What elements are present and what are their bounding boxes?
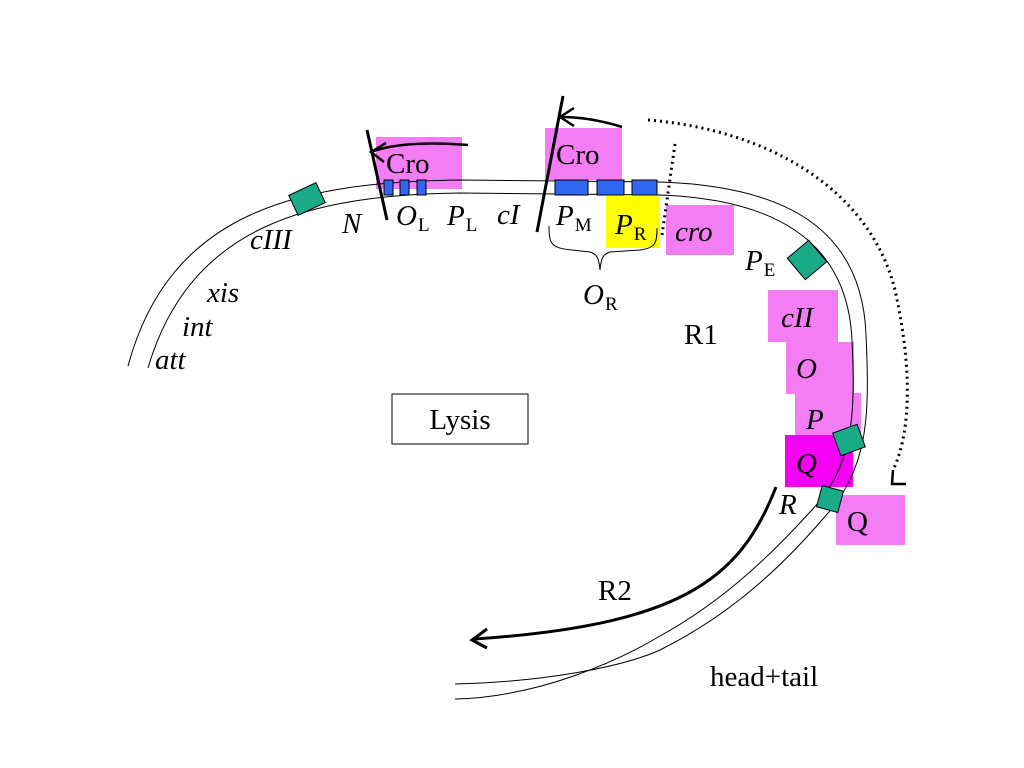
cro-gene-box: [666, 205, 734, 255]
or-operator-site-2: [596, 179, 625, 196]
o-gene-box: [786, 342, 854, 394]
r2-transcript-arrow: [474, 486, 778, 641]
gene-ciii-label: cIII: [250, 224, 293, 256]
head-tail-label: head+tail: [710, 661, 818, 693]
gene-cii-label: cII: [781, 302, 815, 334]
ol-operator-site-1: [383, 179, 394, 196]
pr-label: PR: [614, 209, 647, 245]
q-protein-box: [836, 495, 905, 545]
gene-p-label: P: [805, 404, 824, 436]
ol-operator-site-3: [416, 179, 427, 196]
gene-o-label: O: [796, 353, 817, 385]
gene-ci-label: cI: [497, 199, 521, 231]
gene-q-label: Q: [796, 448, 817, 480]
pm-label: PM: [555, 200, 592, 236]
r2-transcript-label: R2: [598, 575, 632, 607]
terminator-q: [832, 423, 866, 457]
or-operator-site-1: [554, 179, 589, 196]
cro-protein-label-right: Cro: [556, 139, 600, 171]
q-antitermination-hook: [890, 469, 906, 486]
q-protein-label: Q: [847, 506, 868, 538]
cro-protein-box-right: [545, 128, 622, 180]
lysis-box: [391, 393, 529, 445]
or-label: OR: [583, 279, 618, 315]
lysis-label: Lysis: [429, 404, 490, 436]
pm-arrow: [559, 115, 623, 129]
pr-highlight-box: [606, 196, 660, 248]
or-brace: [548, 225, 658, 271]
gene-xis-label: xis: [206, 277, 239, 309]
cii-gene-box: [768, 290, 838, 342]
gene-cro-label: cro: [675, 216, 713, 248]
gene-att-label: att: [155, 344, 187, 376]
gene-int-label: int: [182, 311, 214, 343]
pe-label: PE: [744, 245, 775, 281]
r1-transcript-label: R1: [684, 319, 718, 351]
dna-strand-inner: [147, 192, 854, 700]
terminator-r: [815, 484, 845, 514]
cro-block-line-left: [365, 129, 389, 221]
pl-label: PL: [446, 200, 477, 236]
gene-r-label: R: [778, 489, 797, 521]
or-operator-site-3: [631, 179, 658, 196]
pm-arrow-head: [557, 106, 575, 128]
pl-arrow-head: [368, 141, 387, 163]
terminator-pe: [786, 239, 828, 281]
cro-block-line-right: [535, 95, 565, 233]
r2-transcript-arrow-head: [469, 627, 488, 650]
cro-protein-label-left: Cro: [386, 148, 430, 180]
terminator-ciii: [288, 182, 326, 216]
ol-operator-site-2: [399, 179, 410, 196]
pl-arrow: [370, 142, 469, 154]
ol-label: OL: [396, 200, 430, 236]
gene-n-label: N: [341, 208, 363, 240]
